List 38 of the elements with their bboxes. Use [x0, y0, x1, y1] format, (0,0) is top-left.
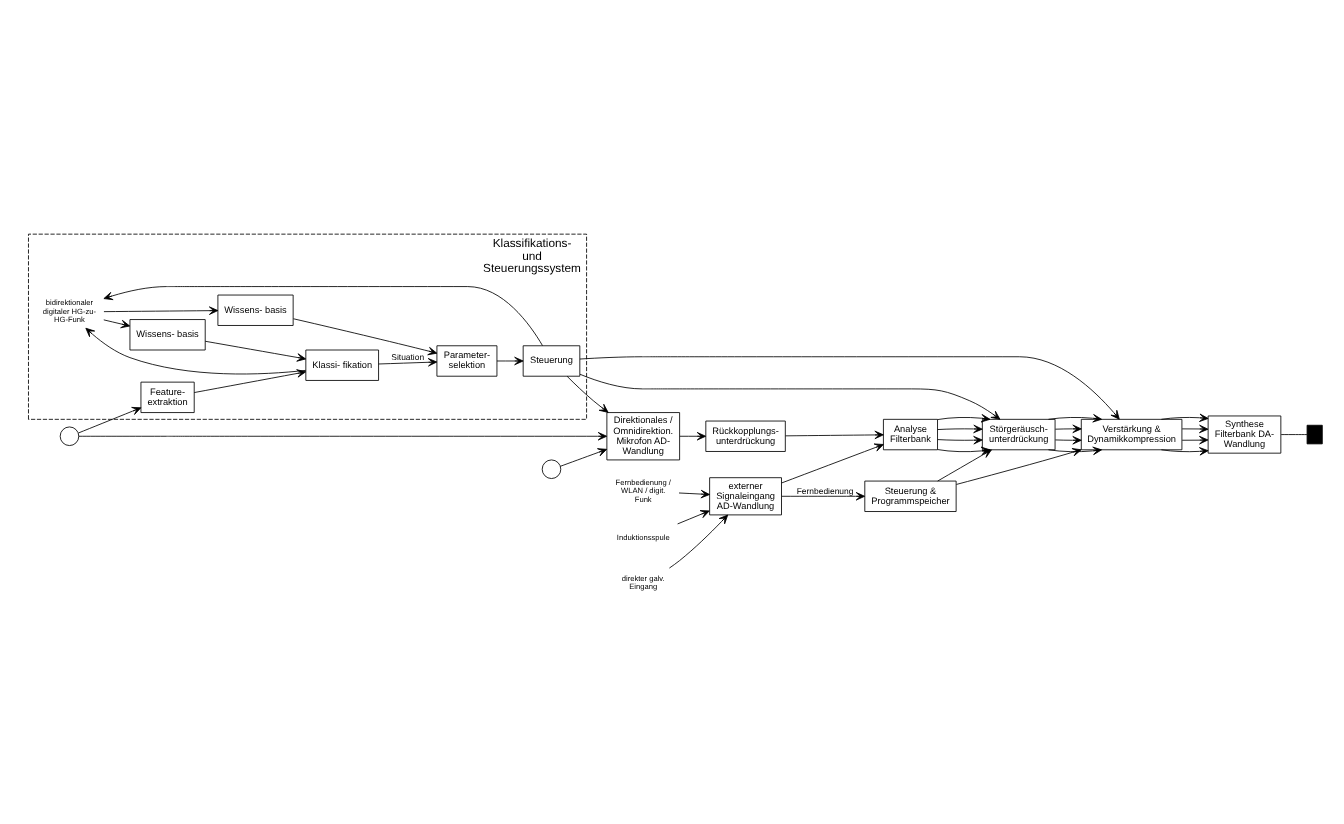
node-loudspeaker: [1306, 423, 1323, 444]
arrow: [378, 357, 438, 366]
arrow: [78, 405, 142, 433]
arrow: [293, 317, 438, 355]
arrow: [937, 448, 992, 481]
node-microphone: [59, 425, 80, 445]
arrow: [1160, 412, 1209, 421]
arrow: [781, 442, 884, 483]
connector: [1280, 433, 1308, 434]
arrow: [677, 509, 710, 524]
arrow: [78, 431, 608, 440]
arrow: [1054, 423, 1082, 433]
arrow: [1048, 445, 1102, 455]
arrow: [496, 355, 524, 365]
arrow: [103, 285, 543, 345]
arrow: [937, 434, 983, 444]
arrow: [1181, 423, 1209, 433]
node-microphone: [541, 458, 562, 478]
arrow: [204, 339, 307, 361]
arrow: [193, 368, 307, 392]
arrow: [679, 431, 707, 440]
arrow: [579, 355, 1120, 419]
arrow: [1048, 413, 1102, 422]
arrow: [937, 423, 983, 433]
arrow: [85, 326, 307, 374]
arrow: [668, 513, 729, 568]
arrow: [1181, 434, 1209, 444]
arrow: [785, 429, 884, 439]
arrow: [103, 305, 219, 314]
arrow: [103, 318, 131, 328]
arrow: [678, 488, 710, 498]
arrow: [579, 372, 1001, 419]
arrow: [1054, 435, 1082, 444]
arrow: [937, 413, 991, 422]
arrow: [1160, 446, 1209, 455]
arrow: [566, 374, 609, 412]
arrow: [781, 491, 866, 500]
arrow: [559, 447, 608, 466]
